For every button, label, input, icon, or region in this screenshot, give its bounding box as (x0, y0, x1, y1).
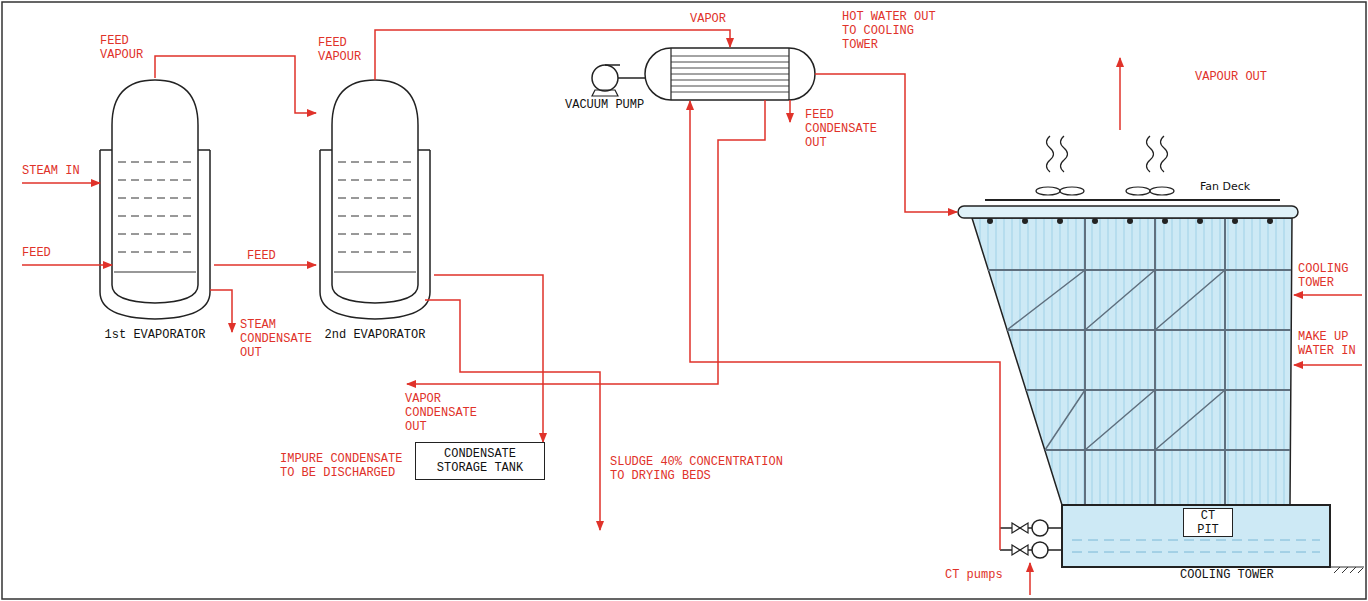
tower-label: COOLING TOWER (1180, 568, 1274, 582)
evaporator-2-drawing (320, 80, 430, 319)
process-label: VAPOR (690, 12, 726, 26)
ct-pumps-drawing (1000, 520, 1062, 558)
process-label: VAPOUR OUT (1195, 70, 1267, 84)
process-label: FEED CONDENSATE OUT (805, 108, 879, 150)
pit-box: CT PIT (1183, 508, 1233, 537)
evaporator-1-drawing (100, 80, 210, 319)
process-label: IMPURE CONDENSATE TO BE DISCHARGED (280, 452, 404, 480)
fan-deck-label: Fan Deck (1200, 180, 1250, 193)
condenser (645, 48, 815, 100)
flow-connector (155, 56, 316, 113)
process-label: COOLING TOWER (1298, 262, 1350, 290)
evaporator-vessel: 1st EVAPORATOR (96, 78, 214, 342)
process-label: SLUDGE 40% CONCENTRATION TO DRYING BEDS (610, 455, 785, 483)
vessel-label: 2nd EVAPORATOR (316, 328, 434, 342)
flow-label: FEED VAPOUR (100, 34, 145, 62)
process-label: STEAM IN (22, 164, 80, 178)
process-label: VAPOR CONDENSATE OUT (405, 392, 479, 434)
cooling-tower-drawing (958, 136, 1364, 573)
box-label: CT PIT (1190, 509, 1226, 537)
process-lines (22, 30, 1362, 595)
box-label: CONDENSATE STORAGE TANK (422, 447, 538, 475)
flow-label: FEED (247, 249, 276, 263)
evaporator-vessel: 2nd EVAPORATOR (316, 78, 434, 342)
vacuum-pump (592, 65, 646, 96)
vessel-label: 1st EVAPORATOR (96, 328, 214, 342)
process-label: HOT WATER OUT TO COOLING TOWER (842, 10, 938, 52)
process-label: VACUUM PUMP (565, 98, 644, 112)
process-label: MAKE UP WATER IN (1298, 330, 1358, 358)
process-label: FEED VAPOUR (318, 36, 363, 64)
storage-tank: CONDENSATE STORAGE TANK (415, 442, 545, 480)
process-label: FEED (22, 246, 51, 260)
process-label: STEAM CONDENSATE OUT (240, 318, 314, 360)
cooling-tower: Fan DeckCOOLING TOWER CT PIT (955, 176, 1335, 588)
process-label: CT pumps (945, 568, 1003, 582)
flow-connector (214, 264, 316, 266)
